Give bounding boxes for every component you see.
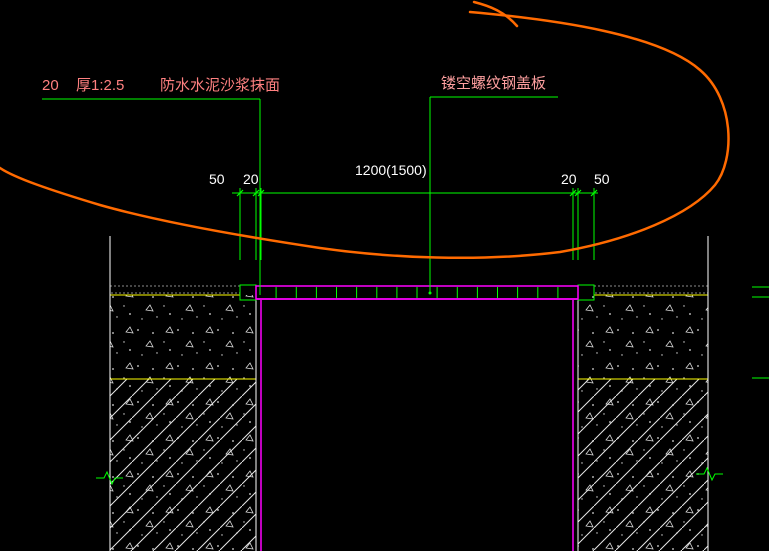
dim-left-outer: 50: [209, 171, 225, 187]
left-wall: [96, 236, 262, 551]
left-hatch: [110, 379, 256, 551]
markup-ellipse: [0, 10, 730, 260]
right-wall: [572, 236, 769, 551]
layer-mix-label: 厚1:2.5: [76, 77, 124, 94]
layer-material-label: 防水水泥沙浆抹面: [160, 76, 280, 94]
cover-plate-bars: [275, 287, 559, 298]
dim-left-inner: 20: [243, 171, 259, 187]
dim-right-outer: 50: [594, 171, 610, 187]
right-break-mark: [696, 466, 723, 482]
dim-right-inner: 20: [561, 171, 577, 187]
dim-span: 1200(1500): [355, 162, 427, 178]
left-break-mark: [96, 470, 123, 486]
layer-thickness-label: 20: [42, 77, 59, 94]
right-leader: 镂空螺纹钢盖板: [429, 74, 558, 293]
right-hatch: [578, 379, 708, 551]
freehand-markup: [0, 0, 730, 260]
cover-plate-label: 镂空螺纹钢盖板: [441, 74, 546, 92]
left-paving-strip: [109, 285, 241, 294]
right-paving-strip: [593, 285, 709, 294]
dimension-ticks: [236, 189, 598, 197]
markup-tail: [472, 0, 519, 28]
cover-plate: [239, 284, 595, 301]
dimension-chain: 50 20 1200(1500) 20 50: [209, 162, 610, 260]
left-leader: 20 厚1:2.5 防水水泥沙浆抹面: [42, 76, 280, 295]
